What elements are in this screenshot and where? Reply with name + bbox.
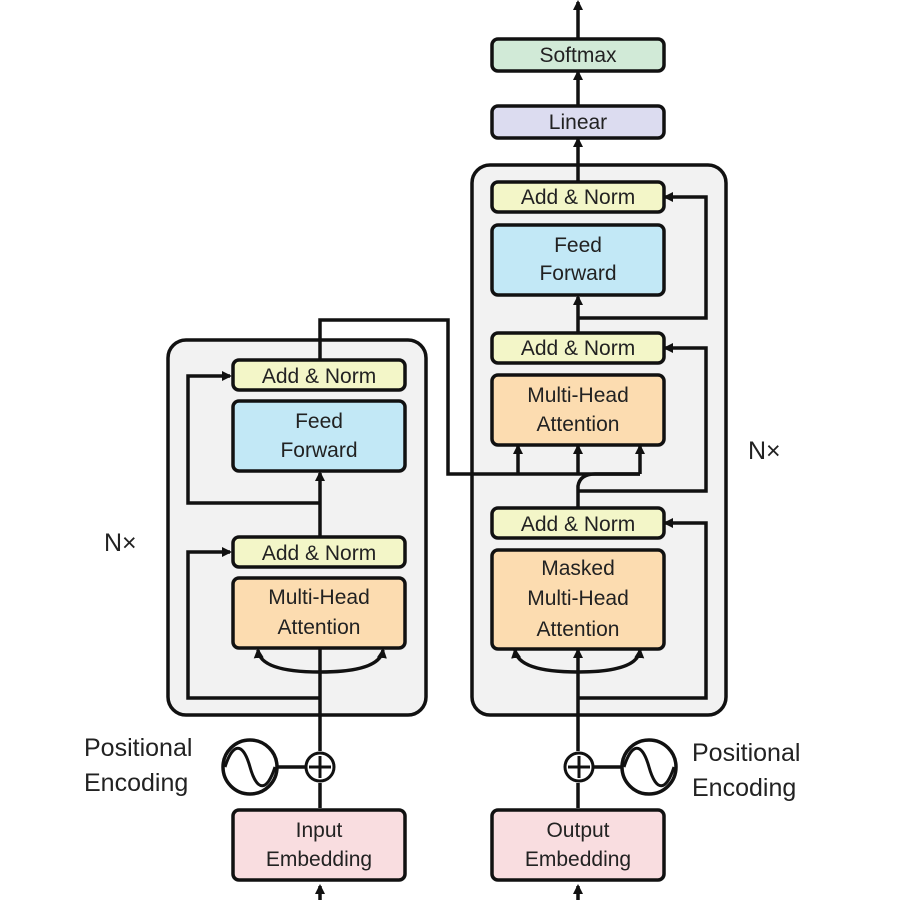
encoder-positional-label-2: Encoding xyxy=(84,769,188,797)
embedding-label-2: Embedding xyxy=(525,848,631,871)
encoder-feed-forward: Feed Forward xyxy=(231,399,407,473)
masked-attention-label-2: Multi-Head xyxy=(527,587,629,610)
decoder-masked-attention: Masked Multi-Head Attention xyxy=(490,548,666,651)
encoder-add-norm-bottom: Add & Norm xyxy=(231,535,407,569)
add-norm-box xyxy=(231,535,407,569)
embedding-box xyxy=(490,808,666,882)
add-norm-label: Add & Norm xyxy=(521,513,635,536)
feed-forward-label-1: Feed xyxy=(554,234,602,257)
decoder-sinusoid-icon xyxy=(620,738,678,796)
feed-forward-box xyxy=(231,399,407,473)
masked-attention-box xyxy=(490,548,666,651)
decoder-add-norm-bottom: Add & Norm xyxy=(490,506,666,540)
linear-layer: Linear xyxy=(490,104,666,140)
decoder-connections xyxy=(511,0,708,900)
attention-label-2: Attention xyxy=(278,616,361,639)
decoder-cross-attention: Multi-Head Attention xyxy=(490,373,666,447)
feed-forward-label-2: Forward xyxy=(280,439,357,462)
encoder-repeat-label: N× xyxy=(104,529,137,557)
decoder-add-norm-top: Add & Norm xyxy=(490,180,666,214)
encoder-add-norm-top: Add & Norm xyxy=(231,358,407,392)
encoder-attention: Multi-Head Attention xyxy=(231,576,407,650)
embedding-label-1: Input xyxy=(296,819,343,842)
add-norm-label: Add & Norm xyxy=(521,337,635,360)
attention-label-1: Multi-Head xyxy=(527,384,629,407)
encoder-positional-label-1: Positional xyxy=(84,734,192,762)
add-norm-label: Add & Norm xyxy=(262,542,376,565)
decoder-add-norm-middle: Add & Norm xyxy=(490,331,666,365)
feed-forward-box xyxy=(490,223,666,297)
softmax-label: Softmax xyxy=(539,44,617,67)
add-norm-label: Add & Norm xyxy=(262,365,376,388)
attention-box xyxy=(231,576,407,650)
add-norm-box xyxy=(490,506,666,540)
attention-label-2: Attention xyxy=(537,413,620,436)
softmax-layer: Softmax xyxy=(490,37,666,73)
decoder-feed-forward: Feed Forward xyxy=(490,223,666,297)
encoder-add-icon xyxy=(304,751,336,783)
output-embedding: Output Embedding xyxy=(490,808,666,882)
feed-forward-label-2: Forward xyxy=(539,262,616,285)
attention-label-1: Multi-Head xyxy=(268,586,370,609)
masked-attention-label-1: Masked xyxy=(541,557,615,580)
decoder-repeat-label: N× xyxy=(748,437,781,465)
feed-forward-label-1: Feed xyxy=(295,410,343,433)
embedding-label-1: Output xyxy=(546,819,609,842)
input-embedding: Input Embedding xyxy=(231,808,407,882)
masked-attention-label-3: Attention xyxy=(537,618,620,641)
add-norm-box xyxy=(231,358,407,392)
encoder-block xyxy=(166,338,428,717)
attention-box xyxy=(490,373,666,447)
decoder-positional-label-1: Positional xyxy=(692,739,800,767)
add-norm-box xyxy=(490,180,666,214)
decoder-positional-label-2: Encoding xyxy=(692,774,796,802)
softmax-box xyxy=(490,37,666,73)
embedding-label-2: Embedding xyxy=(266,848,372,871)
encoder-sinusoid-icon xyxy=(221,738,279,796)
linear-box xyxy=(490,104,666,140)
embedding-box xyxy=(231,808,407,882)
decoder-add-icon xyxy=(563,751,595,783)
encoder-connections xyxy=(186,318,640,900)
linear-label: Linear xyxy=(549,111,607,134)
add-norm-box xyxy=(490,331,666,365)
add-norm-label: Add & Norm xyxy=(521,186,635,209)
